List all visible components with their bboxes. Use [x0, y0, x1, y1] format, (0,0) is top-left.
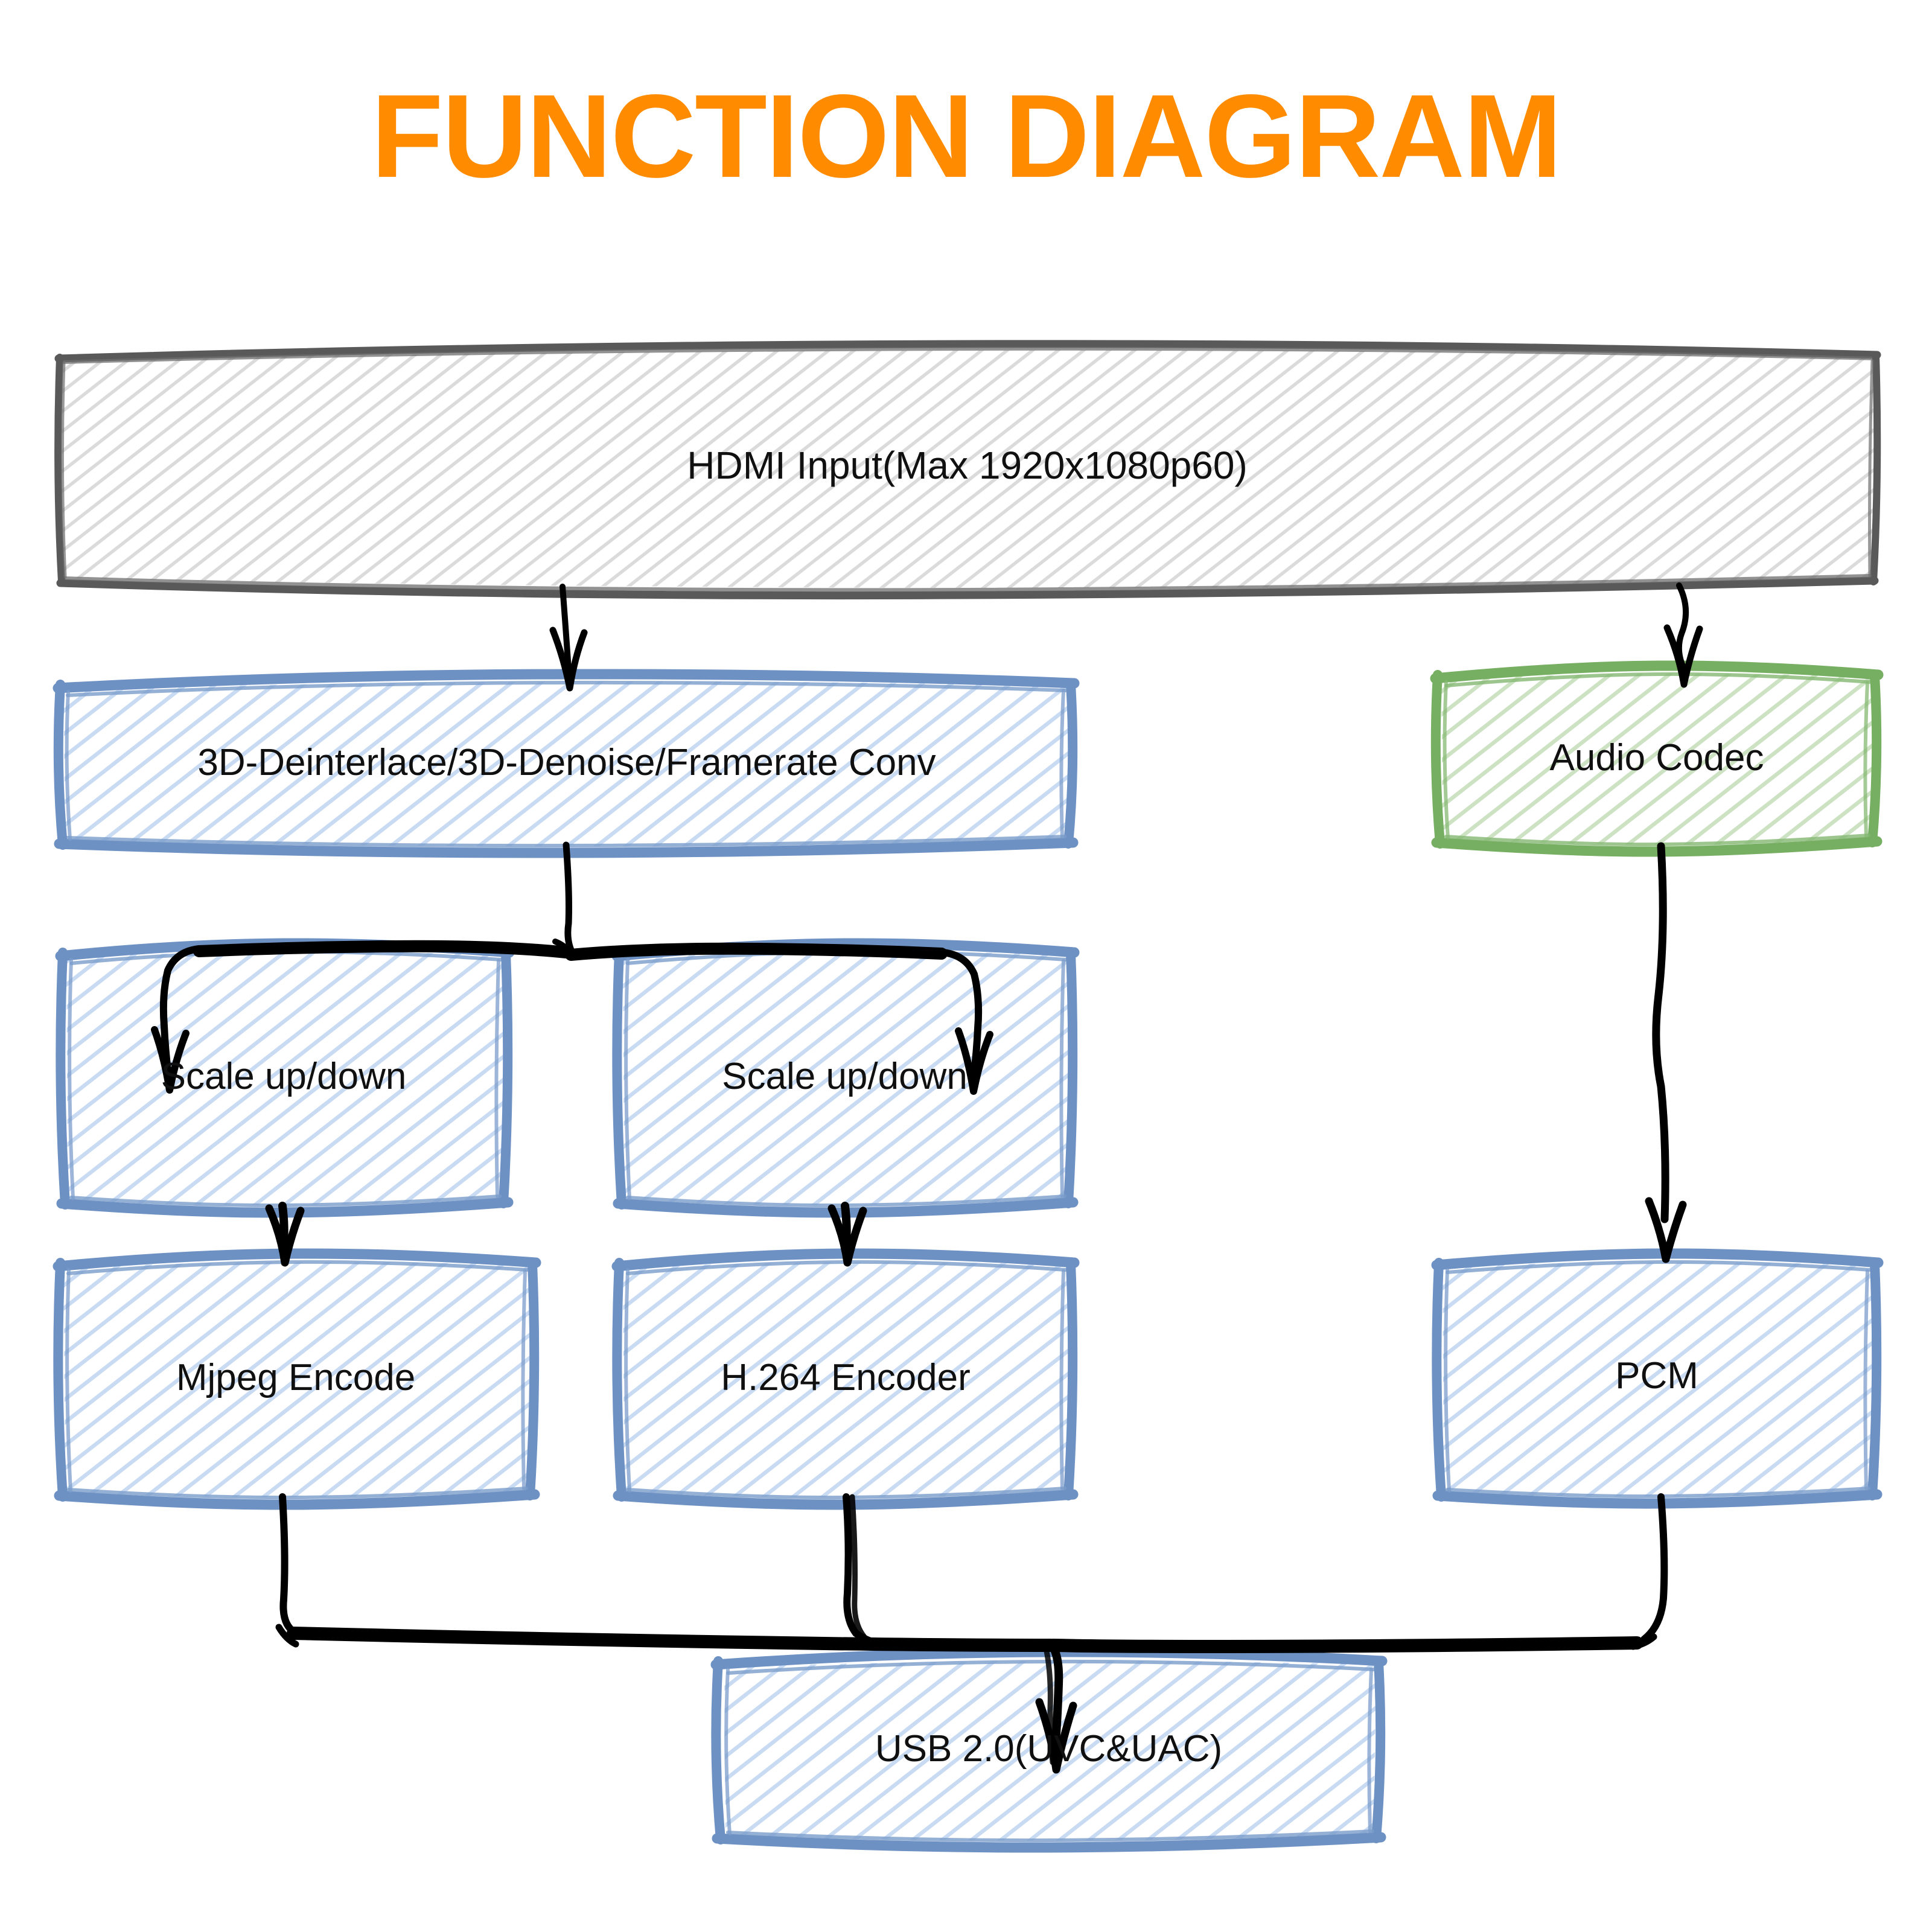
node-mjpeg-encode[interactable] [53, 1248, 541, 1510]
edge-video-split [151, 841, 993, 1095]
node-scale-left[interactable] [55, 938, 515, 1218]
node-audio-codec[interactable] [1430, 660, 1884, 857]
edge-hdmi-to-video [549, 584, 588, 692]
edge-hdmi-to-audio [1663, 582, 1703, 688]
edge-merge-to-usb-arrow [1035, 1639, 1077, 1774]
edge-audio-to-pcm [1645, 842, 1687, 1263]
node-h264-encoder[interactable] [611, 1248, 1080, 1510]
node-scale-right[interactable] [611, 938, 1080, 1218]
edge-pcm-to-usb [1046, 1493, 1668, 1654]
edge-h264-to-usb [843, 1493, 891, 1649]
node-video-processing[interactable] [53, 669, 1080, 858]
node-pcm[interactable] [1431, 1248, 1884, 1509]
edge-mjpeg-to-usb [275, 1493, 1057, 1652]
edge-scaleleft-to-mjpeg [265, 1202, 305, 1267]
edge-scaleright-to-h264 [827, 1202, 867, 1267]
page-title: FUNCTION DIAGRAM [371, 70, 1562, 202]
node-hdmi-input[interactable] [54, 340, 1881, 600]
